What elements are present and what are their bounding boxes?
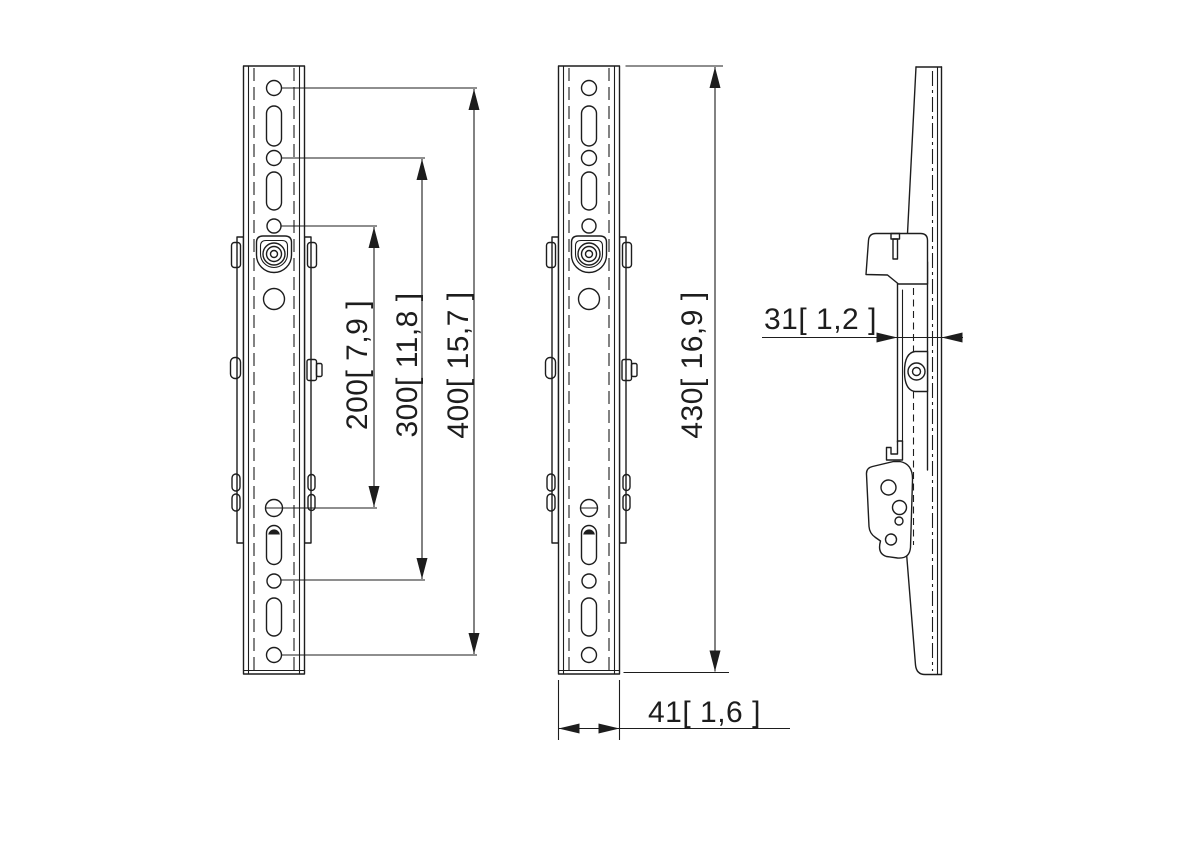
dimension-41: 41[ 1,6 ]: [557, 680, 790, 740]
dimension-300: 300[ 11,8 ]: [281, 157, 428, 581]
mounting-strip-front: [229, 65, 323, 675]
latch-body: [865, 460, 914, 559]
strip-side-profile: [865, 66, 943, 676]
side-view-right: 31[ 1,2 ]: [762, 66, 963, 676]
dimension-430: 430[ 16,9 ]: [623, 65, 729, 674]
latch-barb: [885, 440, 904, 461]
front-view-middle: 430[ 16,9 ] 41[ 1,6 ]: [544, 65, 790, 740]
dimension-400: 400[ 15,7 ]: [281, 87, 480, 656]
dimension-31: 31[ 1,2 ]: [762, 303, 963, 343]
dimension-400-label: 400[ 15,7 ]: [442, 291, 475, 438]
mounting-strip-front: [544, 65, 638, 675]
front-view-left: 200[ 7,9 ] 300[ 11,8 ] 400[ 15,7 ]: [229, 65, 480, 675]
dimension-41-label: 41[ 1,6 ]: [648, 696, 761, 729]
dimension-31-label: 31[ 1,2 ]: [764, 303, 877, 336]
dimension-430-label: 430[ 16,9 ]: [676, 291, 709, 438]
dimension-200: 200[ 7,9 ]: [281, 225, 380, 509]
dimension-300-label: 300[ 11,8 ]: [391, 292, 424, 437]
dimension-200-label: 200[ 7,9 ]: [341, 300, 374, 430]
